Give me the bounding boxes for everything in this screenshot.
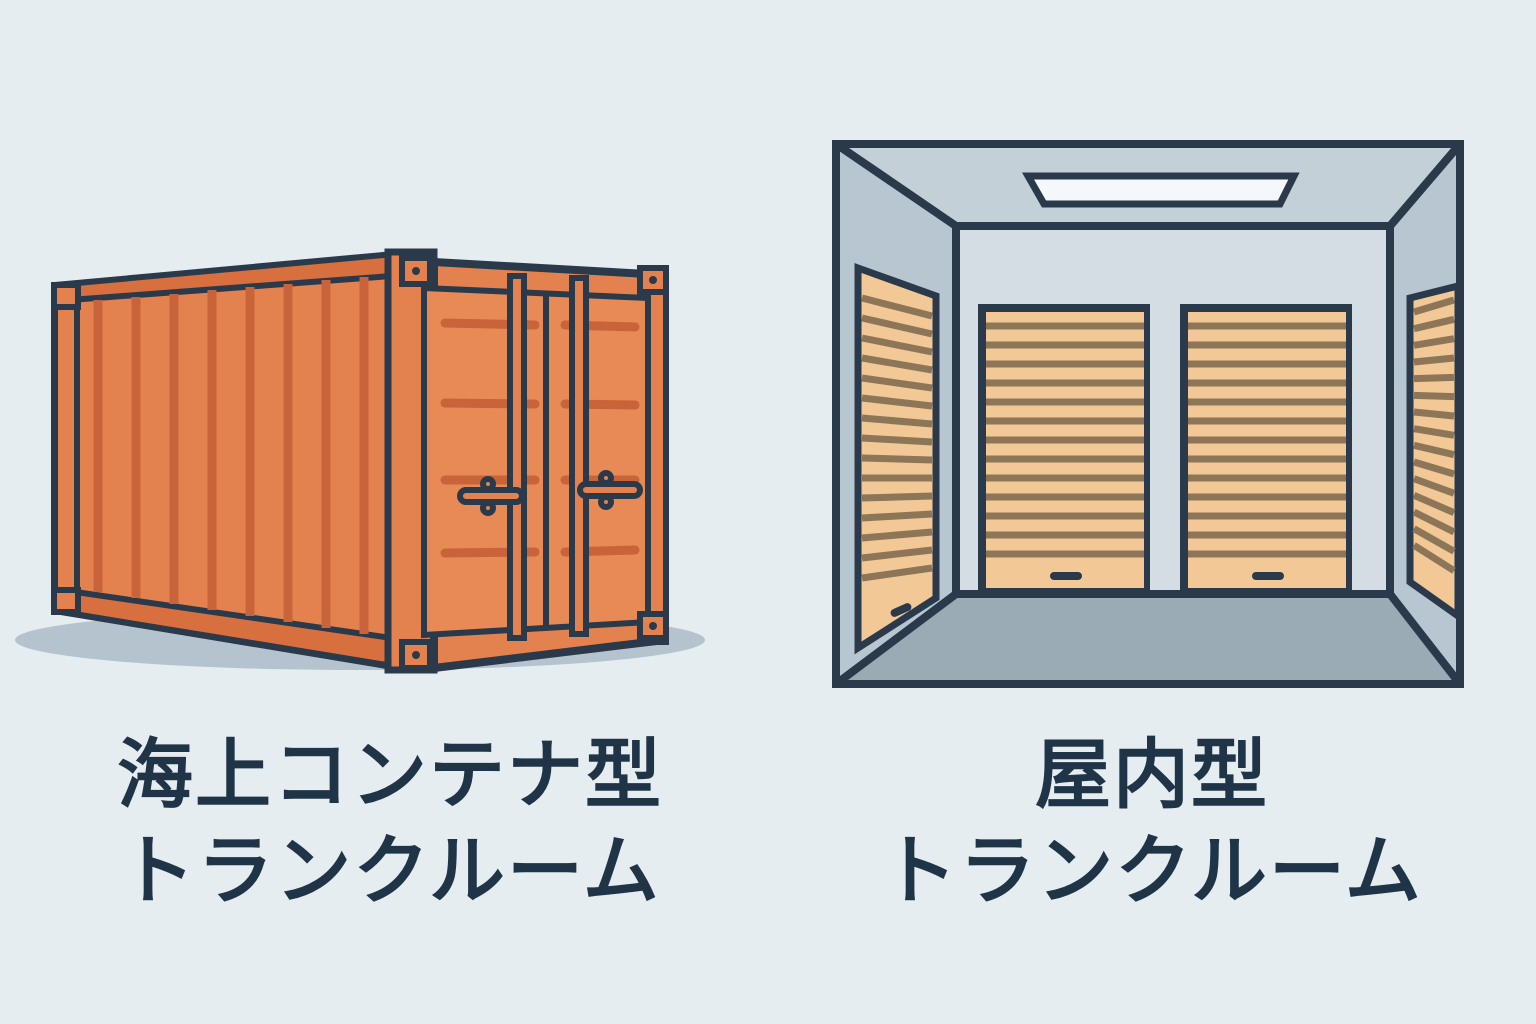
container-type-title-line2: トランクルーム <box>119 826 661 915</box>
shutter-slat <box>1412 542 1456 574</box>
shutter-handle-left <box>1050 572 1082 580</box>
container-type-title-line1: 海上コンテナ型 <box>117 730 663 819</box>
shutter-slat <box>1412 296 1456 316</box>
shutter-slat <box>1413 408 1455 420</box>
shutter-slat <box>1413 391 1455 401</box>
shutter-slat <box>1413 425 1455 439</box>
container-doors <box>421 284 651 639</box>
shutter-slat <box>861 510 933 522</box>
shutter-slat <box>1413 354 1455 366</box>
shutter-slat <box>1413 373 1455 383</box>
shutter-handle-right <box>1252 572 1284 580</box>
indoor-type-title-line2: トランクルーム <box>881 826 1423 915</box>
shutter-slat <box>861 564 933 582</box>
shutter-slat <box>861 528 933 542</box>
shutter-slat <box>861 454 933 464</box>
container-locking-bars <box>507 273 589 641</box>
ceiling-light-icon <box>1021 172 1300 208</box>
shutter-slat <box>1413 315 1455 333</box>
room-floor <box>832 590 1464 688</box>
container-corrugation <box>93 277 369 634</box>
shutter-slat <box>861 414 933 428</box>
container-door-handles <box>457 470 643 516</box>
container-type-panel: 海上コンテナ型 トランクルーム <box>0 0 760 1024</box>
indoor-type-title: 屋内型 トランクルーム <box>868 727 1436 919</box>
shutter-slat <box>861 334 933 356</box>
indoor-storage-room-icon <box>832 140 1464 688</box>
shutter-slat <box>861 434 933 446</box>
side-shutter-handle <box>890 603 912 617</box>
shutter-slat <box>1413 441 1455 459</box>
shutter-door-right <box>1188 312 1346 588</box>
shutter-slat <box>1412 508 1456 536</box>
shutter-slat <box>861 394 933 410</box>
container-type-title: 海上コンテナ型 トランクルーム <box>40 727 740 919</box>
shutter-slat <box>861 374 933 392</box>
shutter-slat <box>861 492 933 502</box>
shutter-slats <box>861 294 1456 582</box>
shutter-slat <box>1412 458 1456 478</box>
shipping-container-icon <box>15 248 705 674</box>
shutter-slat <box>861 314 933 338</box>
container-left-post <box>52 283 80 615</box>
shutter-slat <box>1412 475 1456 497</box>
shutter-door-left <box>986 312 1144 588</box>
container-corner-castings <box>51 255 669 671</box>
shutter-slat <box>861 354 933 374</box>
shutter-slat <box>1412 525 1456 555</box>
indoor-type-panel: 屋内型 トランクルーム <box>768 0 1536 1024</box>
shutter-slat <box>861 294 933 320</box>
shutter-slat <box>1413 335 1455 349</box>
shutter-slat <box>1412 492 1456 516</box>
indoor-type-title-line1: 屋内型 <box>1035 730 1269 819</box>
shutter-slat <box>861 546 933 562</box>
